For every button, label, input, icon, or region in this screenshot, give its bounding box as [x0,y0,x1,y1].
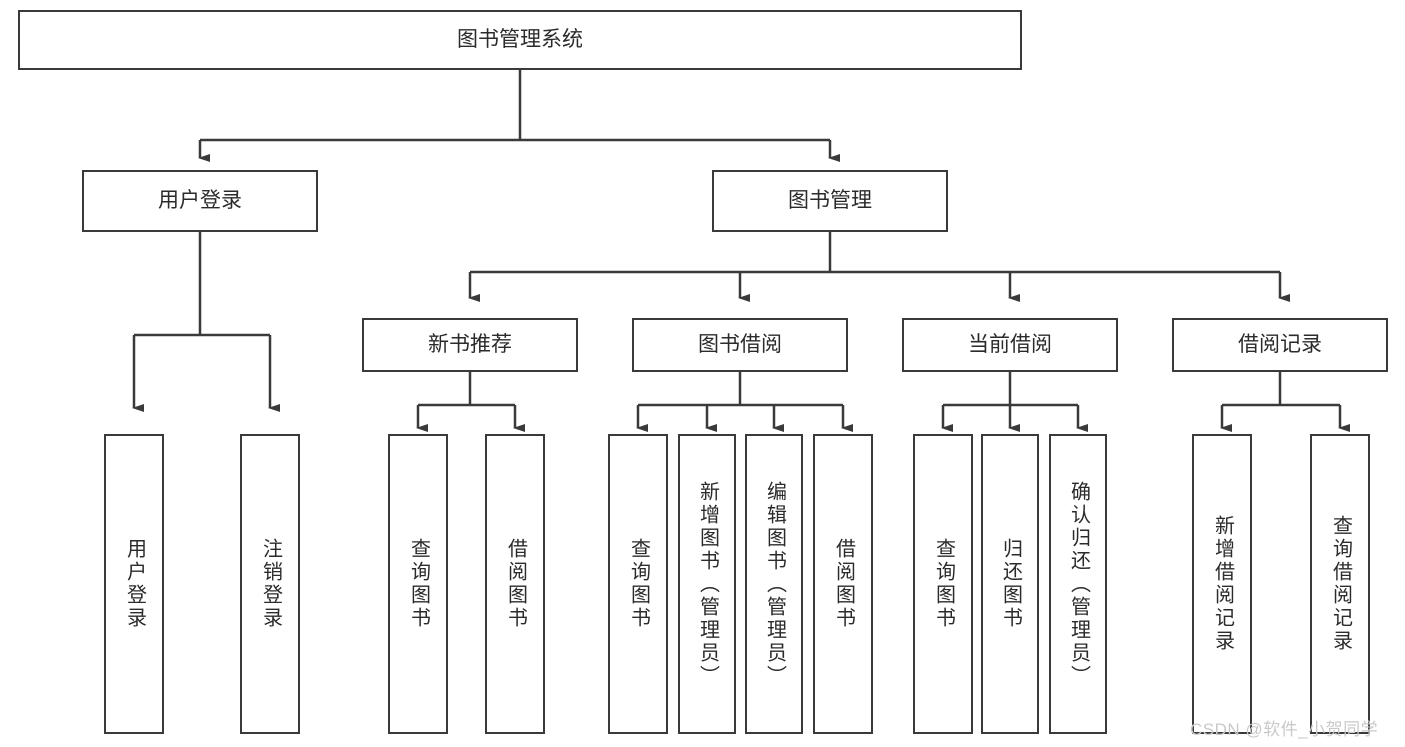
node-leaf-logout-login[interactable]: 注销登录 [240,434,300,734]
node-leaf-query-record[interactable]: 查询借阅记录 [1310,434,1370,734]
node-root[interactable]: 图书管理系统 [18,10,1022,70]
node-new-book-recommend-label: 新书推荐 [428,332,512,356]
node-leaf-borrow-book-1[interactable]: 借阅图书 [485,434,545,734]
node-book-manage[interactable]: 图书管理 [712,170,948,232]
node-leaf-add-book-label: 新增图书（管理员） [696,480,719,688]
node-leaf-confirm-return[interactable]: 确认归还（管理员） [1049,434,1107,734]
node-book-manage-label: 图书管理 [788,188,872,212]
node-leaf-user-login[interactable]: 用户登录 [104,434,164,734]
node-borrow-record-label: 借阅记录 [1238,332,1322,356]
node-leaf-borrow-book-2[interactable]: 借阅图书 [813,434,873,734]
node-borrow-record[interactable]: 借阅记录 [1172,318,1388,372]
node-leaf-query-book-2-label: 查询图书 [627,538,650,630]
node-leaf-add-record-label: 新增借阅记录 [1211,515,1234,653]
node-new-book-recommend[interactable]: 新书推荐 [362,318,578,372]
node-leaf-user-login-label: 用户登录 [123,538,146,630]
node-leaf-return-book-label: 归还图书 [999,538,1022,630]
node-leaf-query-record-label: 查询借阅记录 [1329,515,1352,653]
node-current-borrow[interactable]: 当前借阅 [902,318,1118,372]
node-leaf-query-book-3[interactable]: 查询图书 [913,434,973,734]
node-leaf-borrow-book-2-label: 借阅图书 [832,538,855,630]
node-leaf-add-book[interactable]: 新增图书（管理员） [678,434,736,734]
node-book-borrow-label: 图书借阅 [698,332,782,356]
node-leaf-edit-book-label: 编辑图书（管理员） [763,480,786,688]
node-leaf-borrow-book-1-label: 借阅图书 [504,538,527,630]
node-leaf-add-record[interactable]: 新增借阅记录 [1192,434,1252,734]
node-leaf-edit-book[interactable]: 编辑图书（管理员） [745,434,803,734]
node-leaf-return-book[interactable]: 归还图书 [981,434,1039,734]
node-user-login-label: 用户登录 [158,188,242,212]
node-leaf-logout-login-label: 注销登录 [259,538,282,630]
node-user-login[interactable]: 用户登录 [82,170,318,232]
node-current-borrow-label: 当前借阅 [968,332,1052,356]
node-leaf-confirm-return-label: 确认归还（管理员） [1067,480,1090,688]
node-leaf-query-book-2[interactable]: 查询图书 [608,434,668,734]
node-root-label: 图书管理系统 [457,27,583,51]
node-leaf-query-book-1-label: 查询图书 [407,538,430,630]
node-book-borrow[interactable]: 图书借阅 [632,318,848,372]
node-leaf-query-book-1[interactable]: 查询图书 [388,434,448,734]
node-leaf-query-book-3-label: 查询图书 [932,538,955,630]
